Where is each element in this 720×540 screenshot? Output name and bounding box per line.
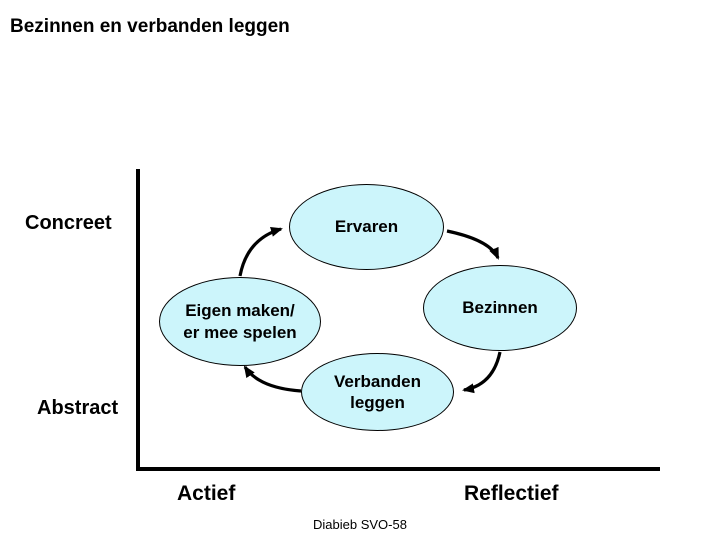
arrow-ervaren-to-bezinnen bbox=[446, 229, 500, 260]
node-ervaren-label: Ervaren bbox=[334, 217, 399, 237]
y-axis-bottom-label: Abstract bbox=[37, 397, 119, 419]
y-axis-top-label: Concreet bbox=[25, 212, 112, 234]
y-axis-line bbox=[136, 169, 140, 471]
x-axis-line bbox=[136, 467, 660, 471]
x-axis-right-label: Reflectief bbox=[464, 482, 559, 505]
slide-footer: Diabieb SVO-58 bbox=[313, 517, 407, 532]
slide-title: Bezinnen en verbanden leggen bbox=[10, 16, 290, 37]
node-eigen-maken-label: Eigen maken/ er mee spelen bbox=[183, 301, 297, 342]
arrow-verbanden-to-eigen bbox=[243, 365, 302, 393]
node-eigen-maken: Eigen maken/ er mee spelen bbox=[159, 277, 321, 366]
arrow-bezinnen-to-verbanden bbox=[462, 351, 502, 394]
node-bezinnen-label: Bezinnen bbox=[462, 298, 538, 318]
node-ervaren: Ervaren bbox=[289, 184, 444, 270]
node-bezinnen: Bezinnen bbox=[423, 265, 577, 351]
x-axis-left-label: Actief bbox=[177, 482, 236, 505]
node-verbanden-leggen: Verbanden leggen bbox=[301, 353, 454, 431]
node-verbanden-leggen-label: Verbanden leggen bbox=[334, 371, 421, 412]
arrow-eigen-to-ervaren bbox=[238, 227, 283, 277]
